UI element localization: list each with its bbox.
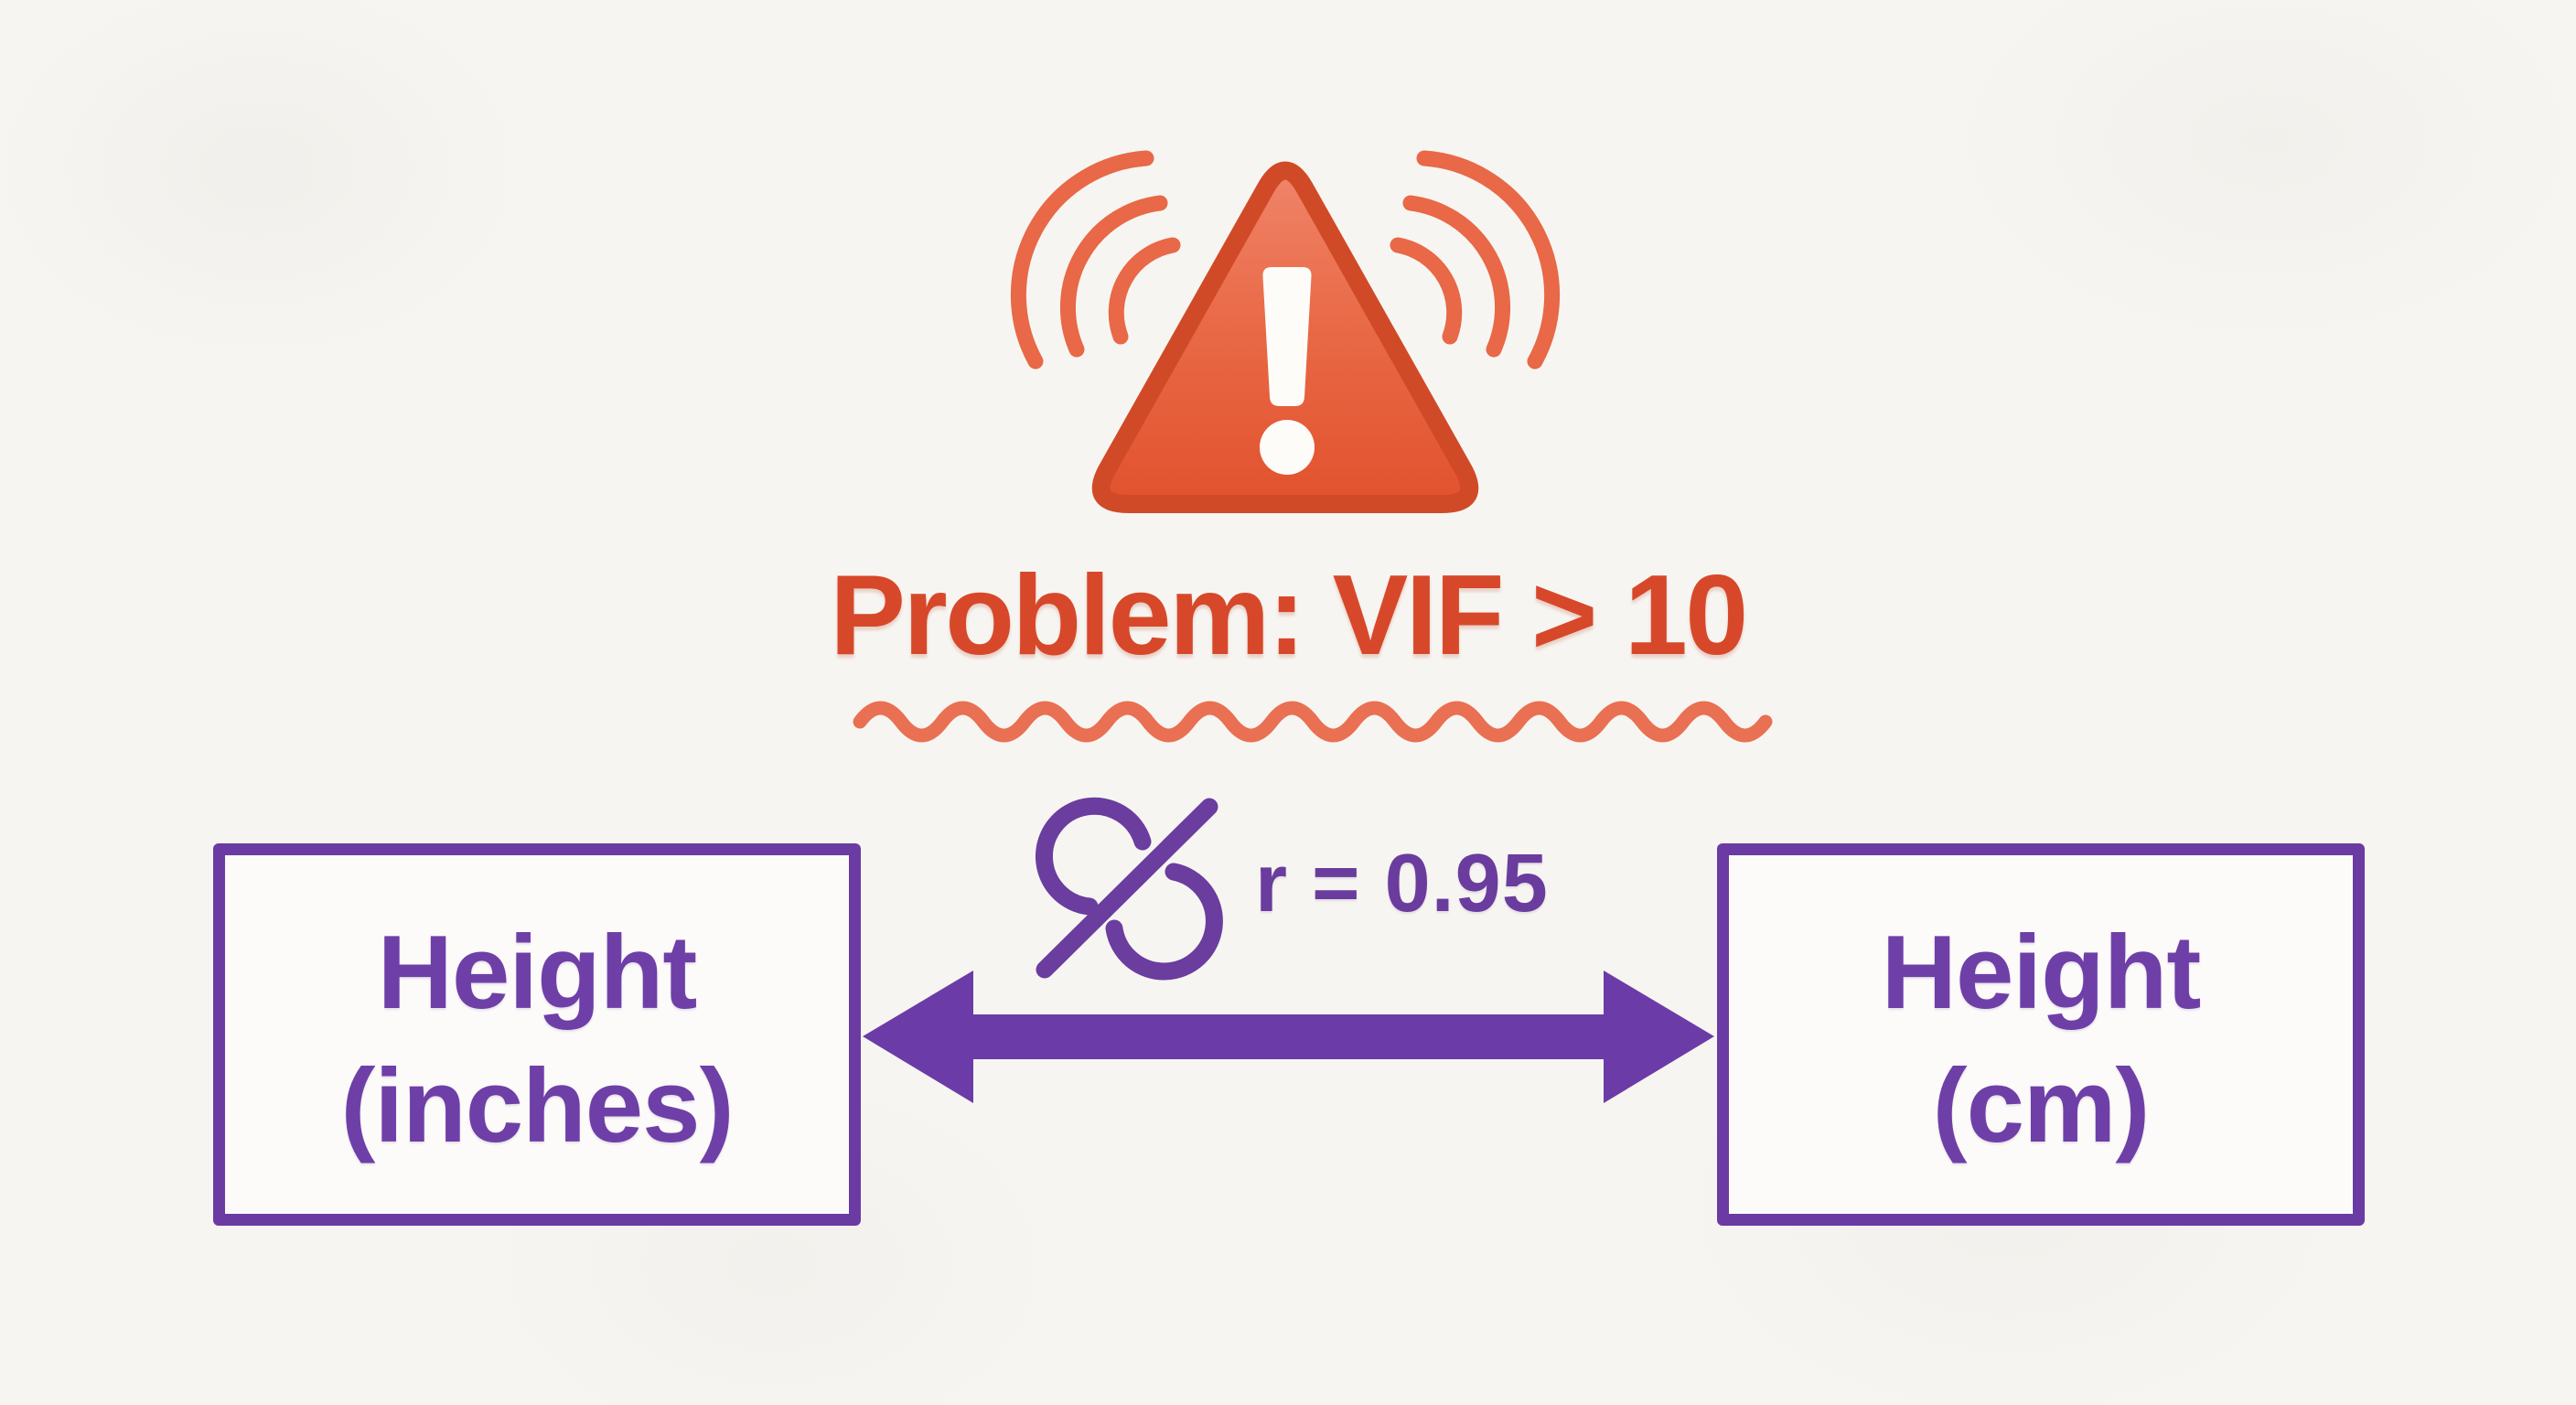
wavy-underline — [853, 701, 1773, 743]
percent-slash-line — [1036, 798, 1218, 979]
variable-box-height-cm: Height (cm) — [1717, 843, 2365, 1226]
double-headed-arrow-icon — [863, 971, 1714, 1103]
variable-box-line1: Height — [1881, 915, 2202, 1032]
correlation-label: r = 0.95 — [1255, 838, 1549, 929]
percent-slash-icon — [1035, 797, 1223, 981]
variable-box-line2: (cm) — [1932, 1048, 2151, 1164]
variable-box-height-inches: Height (inches) — [213, 843, 861, 1226]
problem-title: Problem: VIF > 10 — [830, 552, 1748, 679]
percent-bottom-circle — [1105, 863, 1223, 981]
sound-waves-left-icon — [1010, 150, 1181, 370]
alarm-warning-triangle-icon — [1010, 150, 1561, 513]
exclamation-mark-icon — [1260, 267, 1315, 475]
sound-waves-right-icon — [1390, 150, 1561, 370]
percent-top-circle — [1035, 797, 1152, 916]
variable-box-line2: (inches) — [340, 1048, 734, 1164]
variable-box-line1: Height — [377, 915, 698, 1032]
